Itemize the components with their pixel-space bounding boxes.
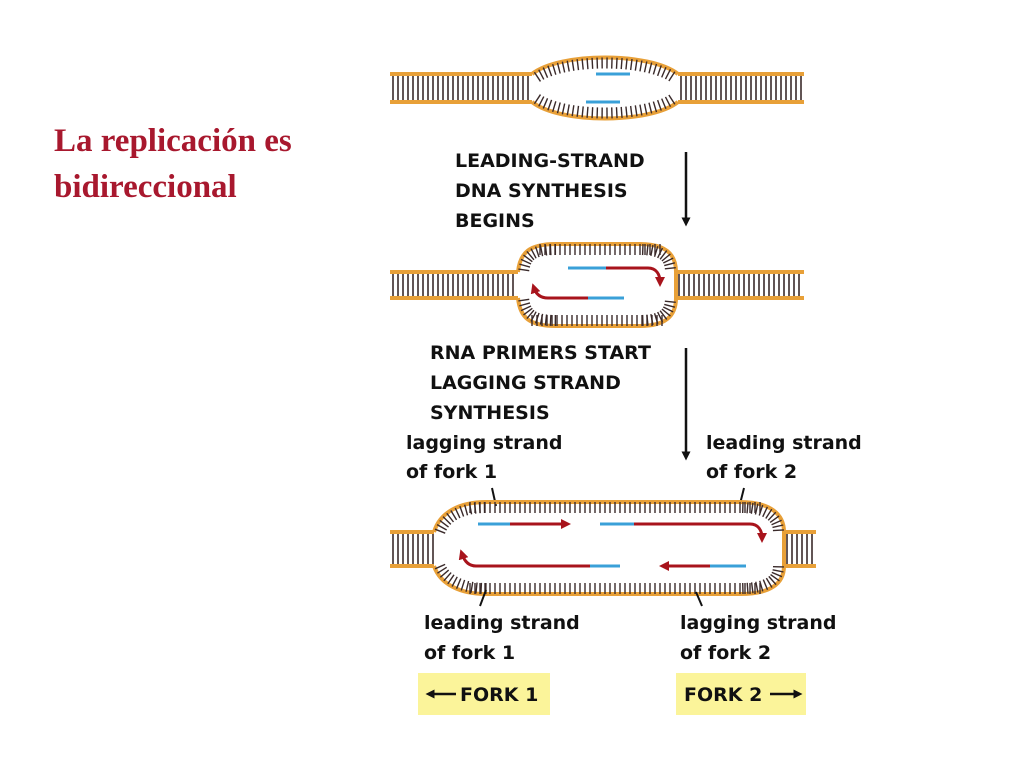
fork-2-box: FORK 2 xyxy=(676,673,806,715)
step-1-line-1: LEADING-STRAND xyxy=(455,150,645,172)
leading-fork-1-label-line-1: leading strand xyxy=(424,612,580,634)
bubble-2 xyxy=(390,242,804,328)
bubble-2-rungs-left-b xyxy=(518,298,557,327)
lagging-fork-2-label-line-2: of fork 2 xyxy=(680,642,771,664)
leading-strand-arrow xyxy=(530,283,588,300)
slide-title-line-2: bidireccional xyxy=(54,169,237,205)
leading-fork-2-label-line-2: of fork 2 xyxy=(706,461,797,483)
parent-duplex-right-3 xyxy=(784,530,816,568)
step-2-line-1: RNA PRIMERS START xyxy=(430,342,651,364)
bubble-3-rungs-top xyxy=(469,502,761,513)
pointer-line xyxy=(695,591,703,607)
step-2-line-2: LAGGING STRAND xyxy=(430,372,621,394)
step-1-line-3: BEGINS xyxy=(455,210,535,232)
leading-strand-arrow xyxy=(606,266,665,287)
bubble-3 xyxy=(390,500,816,596)
leading-strand-fork-1-arrow xyxy=(458,549,590,568)
bubble-1 xyxy=(390,55,804,121)
step-2-label: RNA PRIMERS START LAGGING STRAND SYNTHES… xyxy=(430,342,651,424)
pointer-line xyxy=(479,589,487,607)
lagging-fork-1-label-line-2: of fork 1 xyxy=(406,461,497,483)
bubble-3-rungs-left xyxy=(434,502,486,534)
lagging-fork-2-label-line-1: lagging strand xyxy=(680,612,837,634)
parent-duplex-left-3 xyxy=(390,530,434,568)
bubble-2-rungs-right-b xyxy=(641,300,676,326)
bubble-2-rungs-left xyxy=(518,243,557,272)
parent-duplex-left-2 xyxy=(390,270,518,300)
fork-1-box: FORK 1 xyxy=(418,673,550,715)
parent-duplex-right-2 xyxy=(676,270,804,300)
leading-fork-2-label-line-1: leading strand xyxy=(706,432,862,454)
step-1-label: LEADING-STRAND DNA SYNTHESIS BEGINS xyxy=(455,150,645,232)
bubble-3-outline xyxy=(432,500,786,596)
leading-strand-fork-2-arrow xyxy=(634,522,767,543)
fork-1-label: FORK 1 xyxy=(460,684,538,706)
step-1-line-2: DNA SYNTHESIS xyxy=(455,180,628,202)
parent-duplex-left-1 xyxy=(390,72,532,104)
bubble-3-rungs-left-b xyxy=(434,563,487,595)
slide-title: La replicación es bidireccional xyxy=(54,118,374,210)
step-2-line-3: SYNTHESIS xyxy=(430,402,550,424)
bubble-3-rungs-right-b xyxy=(742,566,785,594)
slide-title-line-1: La replicación es xyxy=(54,123,292,159)
bubble-2-outline xyxy=(516,242,678,328)
bubble-3-rungs-bottom xyxy=(469,583,761,594)
bubble-2-rungs-right xyxy=(641,244,676,270)
fork-2-label: FORK 2 xyxy=(684,684,762,706)
bubble-3-rungs-right xyxy=(741,502,784,532)
lagging-fork-1-label-line-1: lagging strand xyxy=(406,432,563,454)
leading-fork-1-label-line-2: of fork 1 xyxy=(424,642,515,664)
bubble-1-rungs-bottom xyxy=(533,94,676,119)
parent-duplex-right-1 xyxy=(678,72,804,104)
bubble-1-rungs xyxy=(533,57,676,82)
